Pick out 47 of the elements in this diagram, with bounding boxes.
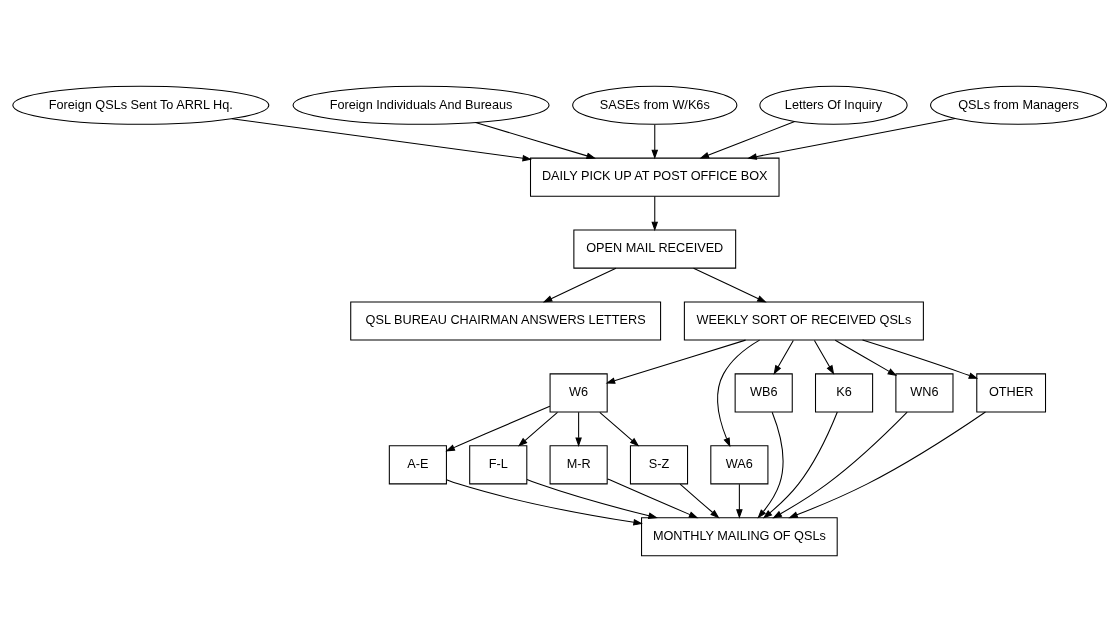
arrow bbox=[518, 411, 559, 447]
arrow bbox=[834, 339, 898, 376]
node-box: OPEN MAIL RECEIVED bbox=[573, 229, 737, 269]
arrow bbox=[526, 478, 658, 519]
arrow bbox=[475, 121, 596, 159]
node-box: F-L bbox=[469, 444, 528, 484]
node-box: M-R bbox=[549, 444, 608, 484]
node-ellipse: SASEs from W/K6s bbox=[572, 85, 738, 125]
node-box: WEEKLY SORT OF RECEIVED QSLs bbox=[683, 300, 924, 341]
node-box: DAILY PICK UP AT POST OFFICE BOX bbox=[530, 157, 780, 197]
arrow bbox=[599, 411, 640, 447]
arrow bbox=[231, 117, 532, 161]
arrow bbox=[445, 405, 551, 451]
arrow bbox=[813, 339, 835, 375]
arrow bbox=[605, 339, 747, 384]
arrow bbox=[693, 267, 767, 303]
node-ellipse: Foreign QSLs Sent To ARRL Hq. bbox=[12, 85, 270, 125]
node-box: S-Z bbox=[629, 444, 689, 484]
arrow bbox=[773, 339, 794, 375]
arrow bbox=[651, 195, 659, 231]
arrow bbox=[757, 411, 784, 519]
arrow bbox=[717, 339, 761, 447]
arrow bbox=[772, 411, 908, 518]
arrow bbox=[736, 483, 743, 519]
arrow bbox=[607, 477, 699, 518]
node-box: K6 bbox=[815, 372, 874, 412]
arrow bbox=[862, 339, 979, 379]
arrow bbox=[651, 123, 659, 159]
node-ellipse: QSLs from Managers bbox=[930, 85, 1108, 125]
arrow bbox=[747, 117, 956, 160]
arrow bbox=[788, 410, 986, 518]
node-box: A-E bbox=[388, 444, 447, 484]
node-box: W6 bbox=[549, 372, 608, 412]
node-box: MONTHLY MAILING OF QSLs bbox=[641, 516, 838, 556]
arrow bbox=[542, 267, 617, 303]
arrow bbox=[699, 120, 796, 159]
arrow bbox=[446, 478, 643, 526]
node-box: WN6 bbox=[895, 372, 954, 412]
arrow bbox=[575, 411, 582, 447]
node-box: WB6 bbox=[734, 372, 793, 412]
arrow bbox=[762, 411, 838, 519]
node-ellipse: Letters Of Inquiry bbox=[759, 85, 908, 125]
arrow bbox=[679, 483, 720, 519]
node-box: QSL BUREAU CHAIRMAN ANSWERS LETTERS bbox=[350, 300, 662, 341]
node-ellipse: Foreign Individuals And Bureaus bbox=[292, 85, 550, 125]
node-box: OTHER bbox=[976, 372, 1047, 412]
node-box: WA6 bbox=[710, 444, 769, 484]
